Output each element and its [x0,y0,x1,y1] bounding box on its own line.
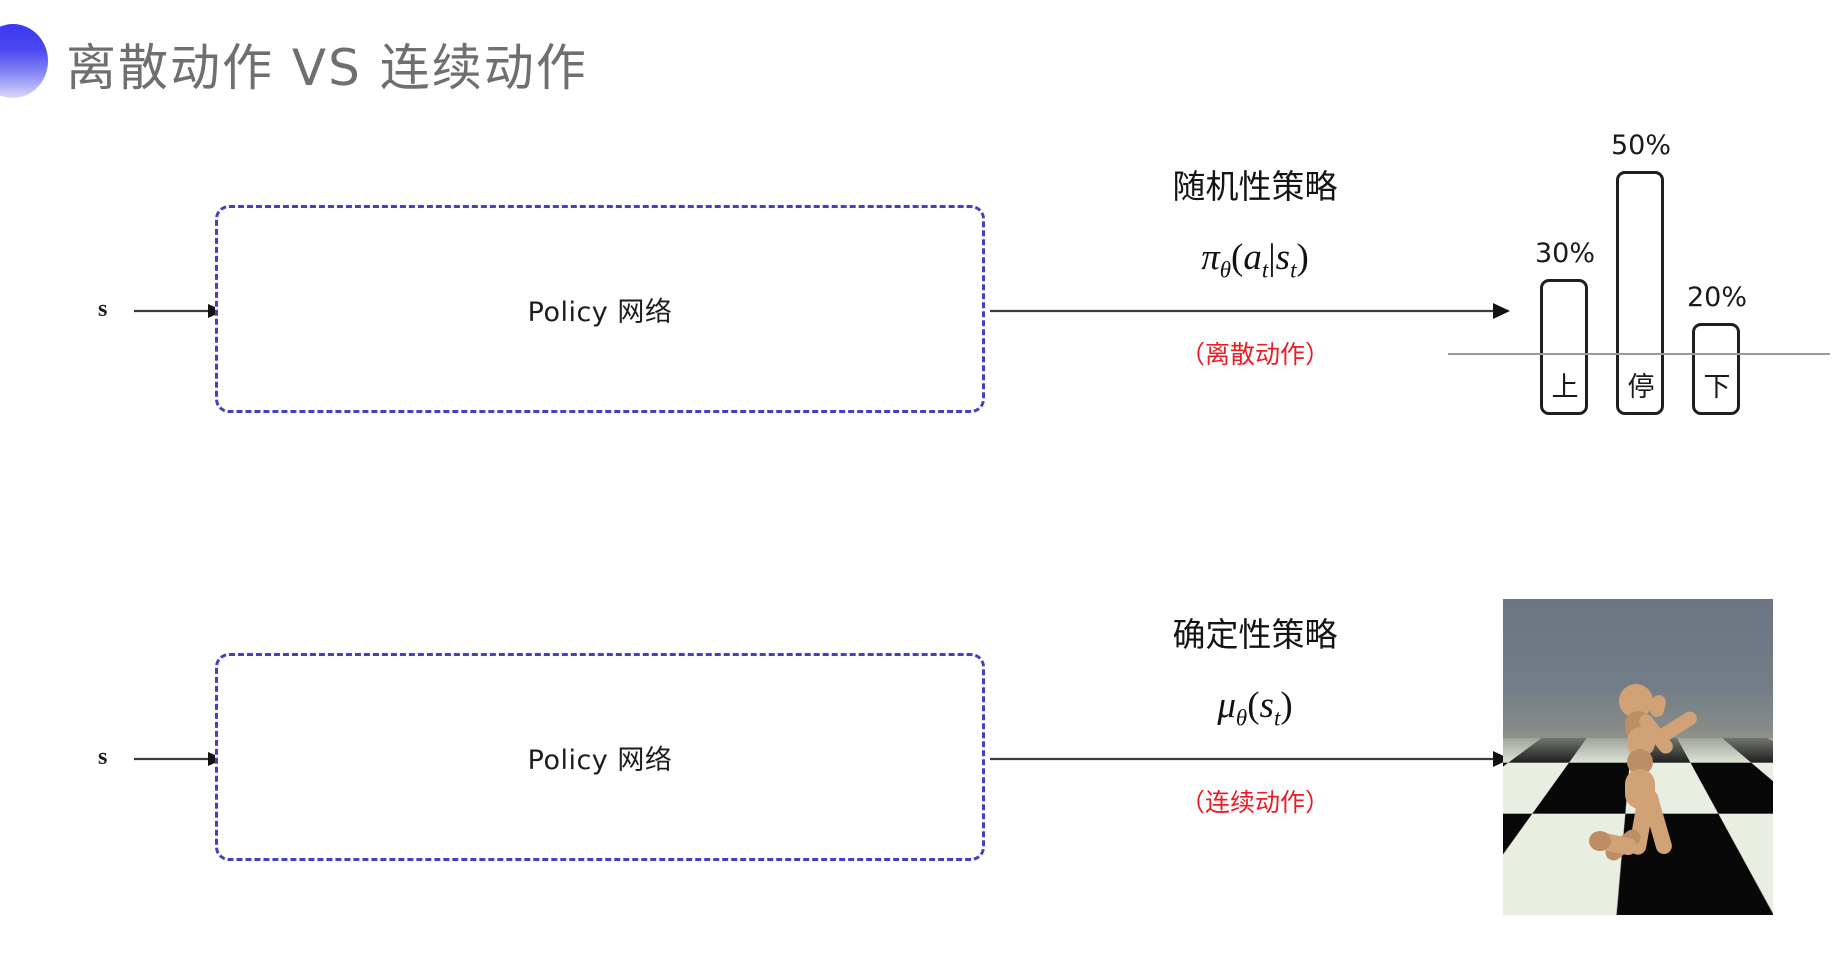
input-arrow-continuous [134,752,224,766]
probability-bar-chart: 30% 50% 20% 上 停 下 [1448,110,1830,415]
humanoid-knee [1589,831,1611,851]
bar-value-stop: 50% [1610,130,1671,161]
formula-a: a [1243,237,1262,278]
category-label-up: 上 [1551,372,1579,403]
category-label-down: 下 [1703,372,1731,403]
formula-s-sub-2: t [1273,705,1281,731]
policy-type-title-discrete: 随机性策略 [1172,167,1338,206]
policy-network-label-continuous: Policy 网络 [527,744,673,776]
action-type-note-continuous: （连续动作） [1179,788,1330,818]
bar-down [1692,323,1740,415]
policy-network-label-discrete: Policy 网络 [527,296,673,328]
formula-paren-close-2: ) [1280,685,1293,726]
policy-formula-continuous: μθ(st) [1090,684,1420,731]
humanoid-simulation-image [1503,599,1773,915]
output-arrow-discrete [990,303,1510,319]
bar-value-down: 20% [1686,282,1747,313]
bar-stop [1616,171,1664,415]
input-arrow-discrete [134,304,224,318]
title-accent-circle-icon [0,24,48,98]
bar-value-up: 30% [1534,238,1595,269]
bar-chart-plot-area: 30% 50% 20% [1500,110,1830,415]
formula-a-sub: t [1261,257,1269,283]
output-arrow-continuous [990,751,1510,767]
action-type-note-discrete: （离散动作） [1179,340,1330,370]
state-input-label-continuous: s [98,744,108,770]
policy-formula-discrete: πθ(at|st) [1090,236,1420,283]
policy-network-box-continuous[interactable]: Policy 网络 [215,653,985,861]
category-label-stop: 停 [1627,372,1655,403]
annotation-column-discrete: 随机性策略 πθ(at|st) （离散动作） [1090,160,1420,371]
formula-s-2: s [1259,685,1274,726]
formula-paren-open-2: ( [1247,685,1260,726]
formula-s-sub: t [1290,257,1297,283]
formula-s: s [1275,237,1291,278]
state-input-label-discrete: s [98,296,108,322]
bar-up [1540,279,1588,415]
chart-baseline-axis [1448,353,1830,355]
formula-pi: π [1201,237,1220,278]
policy-type-title-continuous: 确定性策略 [1172,615,1338,654]
formula-conditional-bar: | [1268,237,1276,278]
policy-network-box-discrete[interactable]: Policy 网络 [215,205,985,413]
annotation-column-continuous: 确定性策略 μθ(st) （连续动作） [1090,608,1420,819]
formula-theta-sub-2: θ [1235,705,1248,731]
formula-paren-close: ) [1296,237,1309,278]
formula-theta-sub: θ [1219,257,1232,283]
formula-mu: μ [1217,685,1236,726]
formula-paren-open: ( [1231,237,1244,278]
page-title: 离散动作 VS 连续动作 [66,39,588,97]
